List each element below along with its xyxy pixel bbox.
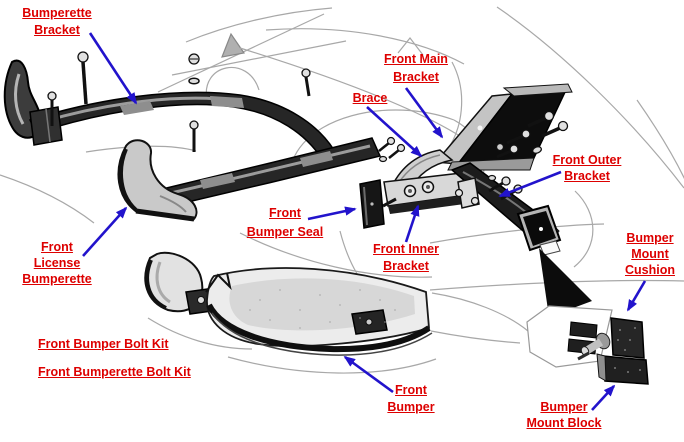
fasteners-drawing xyxy=(47,51,569,201)
arrow-front-outer-bracket xyxy=(498,170,562,198)
label-bumper-mount-block[interactable]: Bumper Mount Block xyxy=(514,399,614,431)
label-line: Front xyxy=(269,206,301,220)
label-bumper-mount-cushion[interactable]: Bumper Mount Cushion xyxy=(601,230,684,278)
label-line: Front Bumper Bolt Kit xyxy=(38,337,169,351)
label-line: Bumper xyxy=(540,400,588,414)
arrow-bumper-mount-block xyxy=(591,384,616,411)
bumperette-bar-drawing xyxy=(3,59,336,161)
label-line: Bumper xyxy=(387,400,435,414)
label-line: Bumperette xyxy=(22,272,92,286)
arrow-front-bumper-seal xyxy=(307,206,357,221)
label-line: Bracket xyxy=(34,23,80,37)
label-front-license-bumperette[interactable]: Front License Bumperette xyxy=(7,239,107,287)
label-line: Bracket xyxy=(393,70,439,84)
label-line: Mount Block xyxy=(526,416,602,430)
cushion-slab xyxy=(610,317,645,359)
label-line: Front Bumperette Bolt Kit xyxy=(38,365,191,379)
arrow-brace xyxy=(366,106,423,158)
arrow-front-main-bracket xyxy=(404,87,444,139)
arrow-front-bumper xyxy=(343,355,394,394)
front-outer-bracket-drawing xyxy=(450,162,592,317)
label-line: Bumper Seal xyxy=(246,225,324,239)
label-line: Bracket xyxy=(383,259,429,273)
arrow-bumper-mount-cushion xyxy=(626,280,647,312)
label-line: Front Outer xyxy=(552,153,622,167)
arrow-front-inner-bracket xyxy=(404,204,420,243)
label-line: Front Inner xyxy=(373,242,439,256)
label-line: License xyxy=(33,256,81,270)
label-line: Mount xyxy=(631,247,669,261)
label-front-bumper-bolt-kit[interactable]: Front Bumper Bolt Kit xyxy=(38,336,169,352)
block-slab xyxy=(602,355,649,385)
label-front-outer-bracket[interactable]: Front Outer Bracket xyxy=(537,152,637,184)
label-line: Front xyxy=(41,240,73,254)
mount-assembly-drawing xyxy=(526,305,649,385)
label-front-main-bracket[interactable]: Front Main Bracket xyxy=(366,50,466,86)
label-line: Bracket xyxy=(564,169,610,183)
callout-arrows xyxy=(82,32,647,411)
label-front-bumperette-bolt-kit[interactable]: Front Bumperette Bolt Kit xyxy=(38,364,191,380)
label-line: Front Main xyxy=(384,52,448,66)
label-line: Front xyxy=(395,383,427,397)
arrow-bumperette-bracket xyxy=(88,32,138,105)
front-inner-bracket-drawing xyxy=(382,171,475,214)
label-front-bumper-seal[interactable]: Front Bumper Seal xyxy=(235,204,335,242)
label-front-bumper[interactable]: Front Bumper xyxy=(361,382,461,416)
label-bumperette-bracket[interactable]: Bumperette Bracket xyxy=(7,5,107,39)
label-line: Bumper xyxy=(626,231,674,245)
label-line: Brace xyxy=(352,91,388,105)
label-line: Cushion xyxy=(625,263,675,277)
front-bumper-drawing xyxy=(144,251,433,356)
arrow-front-license-bumperette xyxy=(82,206,128,257)
label-front-inner-bracket[interactable]: Front Inner Bracket xyxy=(356,241,456,275)
projection-wedge xyxy=(539,248,592,317)
license-bumperette-drawing xyxy=(117,137,382,222)
front-bumper-seal-drawing xyxy=(359,179,385,229)
label-line: Bumperette xyxy=(22,6,92,20)
label-brace[interactable]: Brace xyxy=(347,91,393,105)
